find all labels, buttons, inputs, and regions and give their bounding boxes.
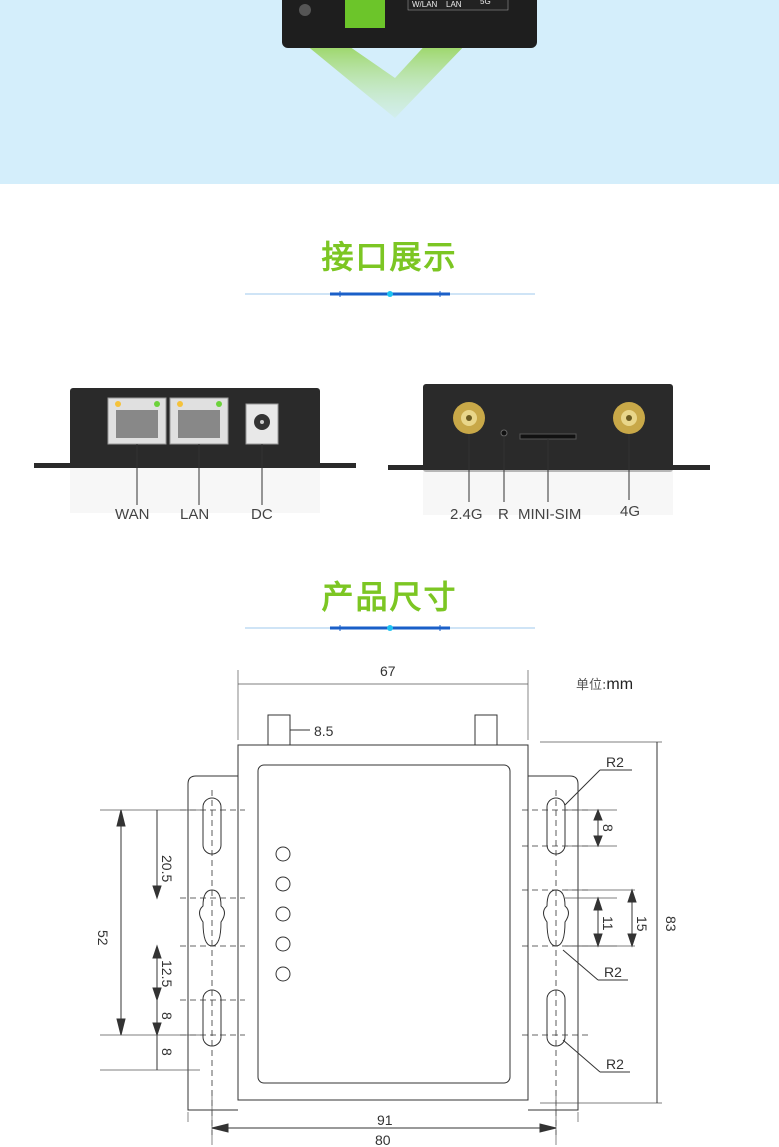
title-divider bbox=[245, 291, 535, 297]
led-label-5g: 5G bbox=[480, 0, 491, 6]
rear-label-2-4g: 2.4G bbox=[450, 506, 483, 523]
dim-right-slot: 8 bbox=[600, 824, 616, 832]
rear-label-mini-sim: MINI-SIM bbox=[518, 506, 582, 523]
dim-total-height: 83 bbox=[663, 916, 679, 932]
rear-label-4g: 4G bbox=[620, 503, 641, 520]
dim-right-outer: 15 bbox=[634, 916, 650, 932]
dim-bottom-outer: 80 bbox=[375, 1132, 391, 1147]
front-label-wan: WAN bbox=[115, 506, 150, 523]
unit-prefix: 单位: bbox=[576, 678, 607, 693]
dimension-drawing: 67 8.5 91 80 R2 R2 R2 52 20.5 12.5 8 8 8… bbox=[95, 663, 679, 1147]
dim-radius-mid: R2 bbox=[604, 964, 622, 980]
rear-label-reset: R bbox=[498, 506, 509, 523]
front-label-dc: DC bbox=[251, 506, 273, 523]
sim-slot-icon bbox=[519, 433, 577, 440]
dim-radius-top: R2 bbox=[606, 754, 624, 770]
unit-value: mm bbox=[606, 676, 634, 693]
router-product-illustration: W/LAN LAN 5G bbox=[282, 0, 537, 118]
interface-section-title: 接口展示 bbox=[321, 238, 458, 276]
antenna-2-4g-icon bbox=[453, 402, 485, 434]
lan-port-icon bbox=[169, 397, 229, 445]
dc-jack-icon bbox=[245, 403, 279, 445]
dim-hole-span: 52 bbox=[95, 930, 111, 946]
dim-hole-len-a: 8 bbox=[159, 1012, 175, 1020]
rear-panel-image bbox=[388, 384, 710, 515]
dim-hole-len-b: 8 bbox=[159, 1048, 175, 1056]
size-section-title: 产品尺寸 bbox=[321, 578, 458, 616]
reset-hole-icon bbox=[500, 429, 508, 437]
unit-label: 单位:mm bbox=[576, 674, 633, 694]
dim-spacing-top: 20.5 bbox=[159, 855, 175, 882]
hero-banner: W/LAN LAN 5G bbox=[0, 0, 779, 184]
dim-radius-bottom: R2 bbox=[606, 1056, 624, 1072]
dim-right-inner: 11 bbox=[600, 916, 616, 931]
dim-top-width: 67 bbox=[380, 663, 396, 679]
antenna-4g-icon bbox=[613, 402, 645, 434]
dim-bottom-inner: 91 bbox=[377, 1112, 393, 1128]
led-label-lan: LAN bbox=[446, 0, 462, 9]
dim-spacing-mid: 12.5 bbox=[159, 960, 175, 987]
front-label-lan: LAN bbox=[180, 506, 210, 523]
title-divider bbox=[245, 625, 535, 631]
wan-port-icon bbox=[107, 397, 167, 445]
dim-antenna-offset: 8.5 bbox=[314, 723, 334, 739]
front-panel-image bbox=[34, 388, 356, 513]
led-label-wlan: W/LAN bbox=[412, 0, 438, 9]
